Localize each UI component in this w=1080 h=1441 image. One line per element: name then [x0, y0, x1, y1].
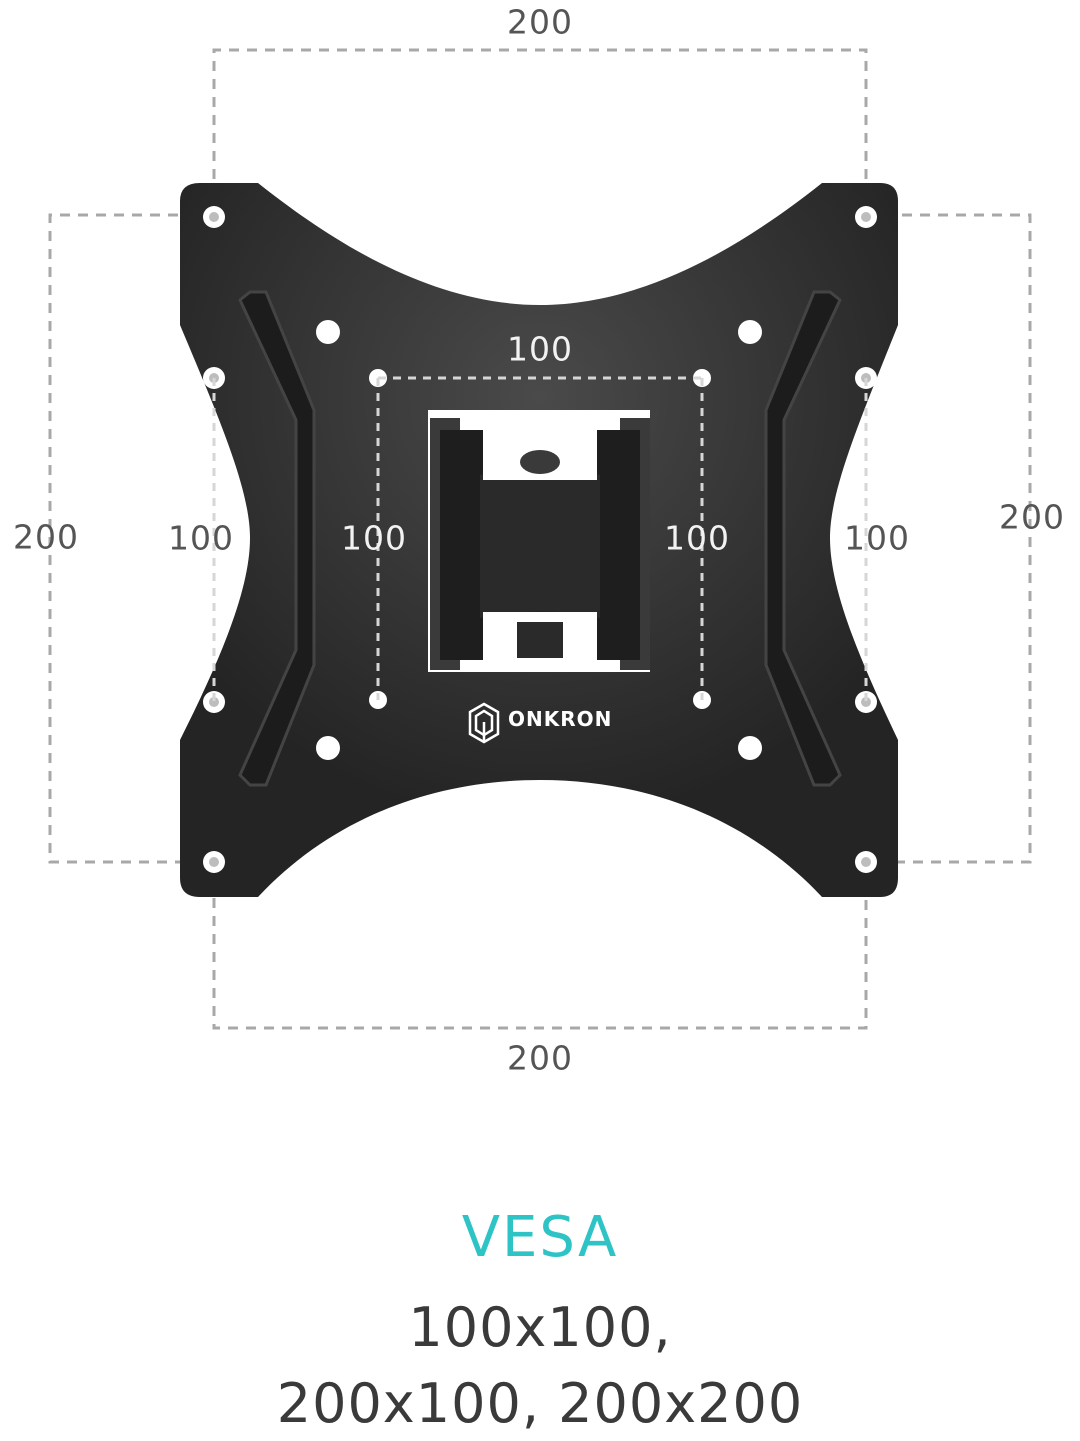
dim-top-label: 200 — [507, 2, 573, 42]
dim-bottom-label: 200 — [507, 1038, 573, 1078]
brand-name: ONKRON — [508, 707, 613, 731]
dim-left-label: 200 — [13, 517, 79, 557]
onkron-cube-icon — [468, 702, 500, 744]
vesa-title: VESA — [461, 1205, 619, 1270]
vesa-sizes-line-2: 200x100, 200x200 — [276, 1372, 804, 1435]
dim-inner-right-label: 100 — [664, 518, 730, 558]
dim-outer-left-plate-label: 100 — [168, 518, 234, 558]
inner-dimension-lines — [212, 376, 868, 702]
outer-dimension-lines — [48, 48, 1032, 1030]
dim-outer-right-plate-label: 100 — [844, 518, 910, 558]
dim-inner-top-label: 100 — [507, 329, 573, 369]
plate-slots — [238, 290, 842, 787]
center-bracket — [428, 410, 650, 672]
vesa-sizes-line-1: 100x100, — [408, 1296, 672, 1359]
dim-inner-left-label: 100 — [341, 518, 407, 558]
dim-right-label: 200 — [999, 497, 1065, 537]
